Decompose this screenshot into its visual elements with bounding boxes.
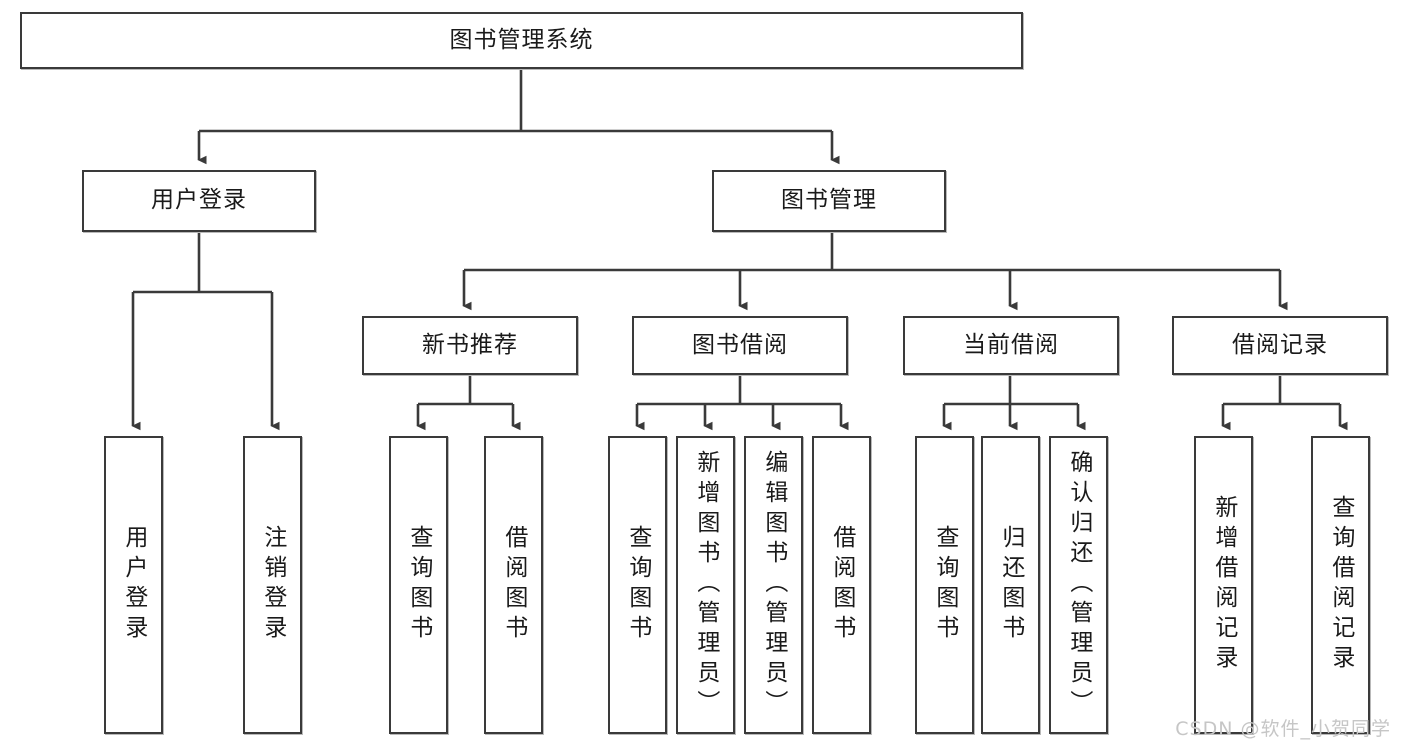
node-root[interactable]: 图书管理系统 <box>20 12 1023 69</box>
node-leaf-query-book-3-label: 查询图书 <box>931 525 958 645</box>
node-borrow-record[interactable]: 借阅记录 <box>1172 316 1388 375</box>
node-user-login[interactable]: 用户登录 <box>82 170 316 232</box>
node-leaf-add-book-label: 新增图书（管理员） <box>692 450 719 720</box>
node-borrow-record-label: 借阅记录 <box>1232 331 1328 358</box>
node-leaf-return-book[interactable]: 归还图书 <box>981 436 1040 734</box>
csdn-watermark: CSDN @软件_小贺同学 <box>1175 718 1391 740</box>
node-leaf-edit-book-label: 编辑图书（管理员） <box>760 450 787 720</box>
node-leaf-edit-book[interactable]: 编辑图书（管理员） <box>744 436 803 734</box>
node-book-borrow-label: 图书借阅 <box>692 331 788 358</box>
node-book-manage[interactable]: 图书管理 <box>712 170 946 232</box>
node-leaf-add-record[interactable]: 新增借阅记录 <box>1194 436 1253 734</box>
node-new-book-recommend-label: 新书推荐 <box>422 331 518 358</box>
node-book-borrow[interactable]: 图书借阅 <box>632 316 848 375</box>
node-leaf-logout-label: 注销登录 <box>259 525 286 645</box>
node-leaf-query-record-label: 查询借阅记录 <box>1327 495 1354 675</box>
node-leaf-query-book-3[interactable]: 查询图书 <box>915 436 974 734</box>
node-leaf-user-login-label: 用户登录 <box>120 525 147 645</box>
node-leaf-confirm-return[interactable]: 确认归还（管理员） <box>1049 436 1108 734</box>
node-leaf-query-book-2-label: 查询图书 <box>624 525 651 645</box>
node-new-book-recommend[interactable]: 新书推荐 <box>362 316 578 375</box>
node-leaf-add-book[interactable]: 新增图书（管理员） <box>676 436 735 734</box>
node-leaf-query-book-1-label: 查询图书 <box>405 525 432 645</box>
node-leaf-confirm-return-label: 确认归还（管理员） <box>1065 450 1092 720</box>
node-leaf-borrow-book-1[interactable]: 借阅图书 <box>484 436 543 734</box>
node-leaf-borrow-book-2[interactable]: 借阅图书 <box>812 436 871 734</box>
node-user-login-label: 用户登录 <box>151 187 247 214</box>
node-leaf-query-record[interactable]: 查询借阅记录 <box>1311 436 1370 734</box>
node-leaf-return-book-label: 归还图书 <box>997 525 1024 645</box>
node-book-manage-label: 图书管理 <box>781 187 877 214</box>
node-leaf-query-book-1[interactable]: 查询图书 <box>389 436 448 734</box>
node-leaf-query-book-2[interactable]: 查询图书 <box>608 436 667 734</box>
node-leaf-borrow-book-1-label: 借阅图书 <box>500 525 527 645</box>
node-leaf-borrow-book-2-label: 借阅图书 <box>828 525 855 645</box>
node-current-borrow[interactable]: 当前借阅 <box>903 316 1119 375</box>
node-current-borrow-label: 当前借阅 <box>963 331 1059 358</box>
node-leaf-logout[interactable]: 注销登录 <box>243 436 302 734</box>
node-root-label: 图书管理系统 <box>449 26 594 53</box>
node-leaf-user-login[interactable]: 用户登录 <box>104 436 163 734</box>
node-leaf-add-record-label: 新增借阅记录 <box>1210 495 1237 675</box>
